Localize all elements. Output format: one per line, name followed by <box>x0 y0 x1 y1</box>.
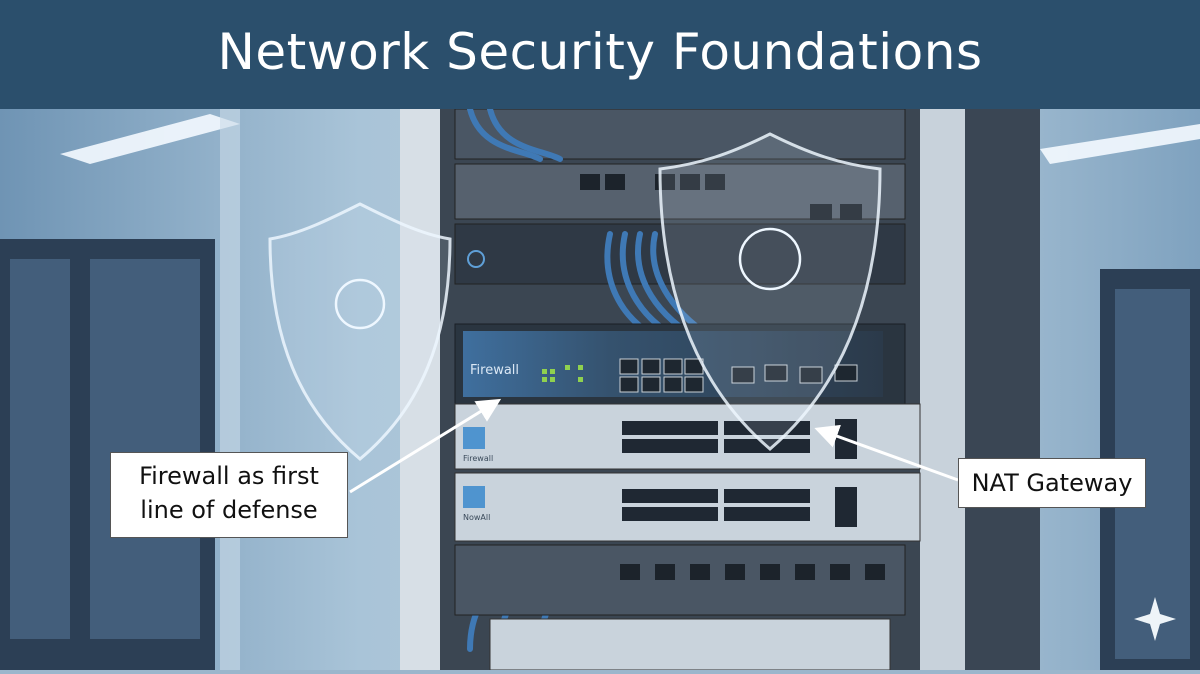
server-rack-illustration: Firewall Firewall NowAll <box>0 106 1200 671</box>
nat-gateway-callout: NAT Gateway <box>958 458 1146 508</box>
slide-title: Network Security Foundations <box>217 22 983 81</box>
title-bar: Network Security Foundations <box>0 0 1200 109</box>
firewall-callout: Firewall as first line of defense <box>110 452 348 538</box>
firewall-device-label: Firewall <box>470 363 520 378</box>
switch-device-label: Firewall <box>463 454 494 463</box>
switch-device-label-2: NowAll <box>463 513 491 522</box>
